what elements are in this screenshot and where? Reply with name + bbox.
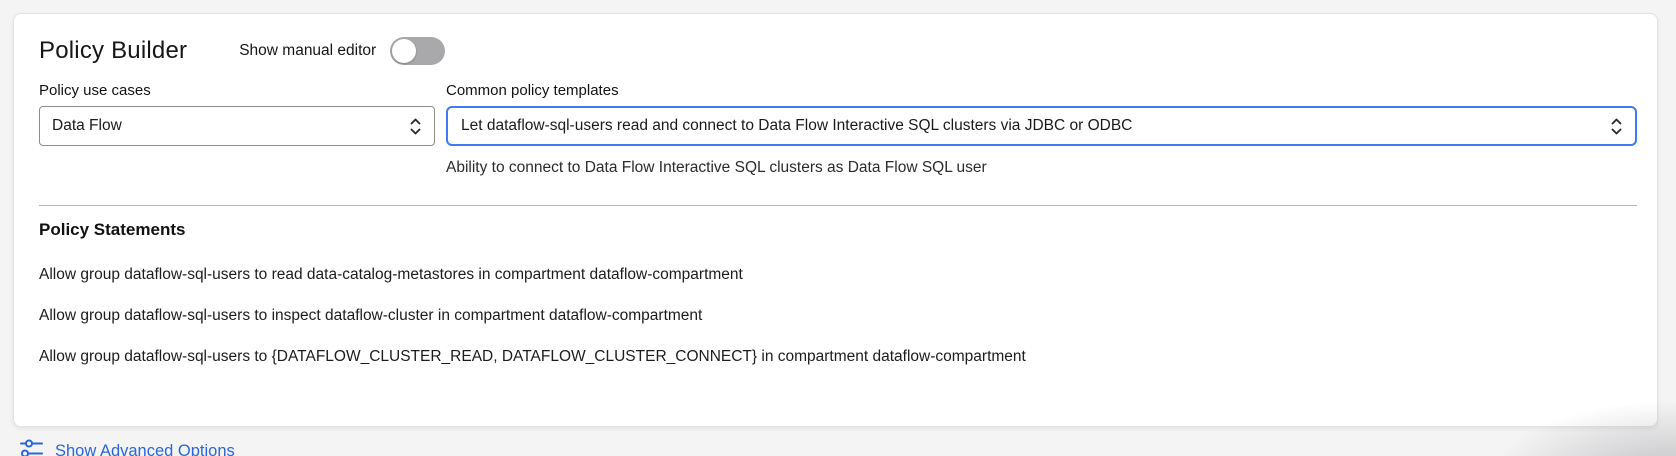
- use-cases-field: Policy use cases Data Flow: [39, 82, 435, 177]
- policy-builder-card: Policy Builder Show manual editor Policy…: [13, 13, 1658, 427]
- selects-row: Policy use cases Data Flow Common policy…: [39, 82, 1637, 177]
- policy-statement-1: Allow group dataflow-sql-users to read d…: [39, 266, 743, 283]
- show-advanced-options-link[interactable]: Show Advanced Options: [20, 439, 235, 456]
- policy-statement-2: Allow group dataflow-sql-users to inspec…: [39, 307, 703, 324]
- updown-chevron-icon: [410, 118, 421, 134]
- advanced-options-label: Show Advanced Options: [55, 442, 235, 456]
- policy-statement-3: Allow group dataflow-sql-users to {DATAF…: [39, 348, 1026, 365]
- advanced-options-sliders-icon: [20, 439, 43, 456]
- toggle-knob-icon: [392, 39, 417, 63]
- updown-chevron-icon: [1611, 118, 1622, 134]
- templates-label: Common policy templates: [446, 82, 619, 99]
- policy-statements-heading: Policy Statements: [39, 220, 186, 239]
- use-cases-label: Policy use cases: [39, 82, 151, 99]
- manual-editor-toggle[interactable]: [390, 37, 446, 65]
- manual-editor-label: Show manual editor: [239, 42, 377, 59]
- templates-selected-value: Let dataflow-sql-users read and connect …: [461, 117, 1133, 134]
- template-description: Ability to connect to Data Flow Interact…: [446, 159, 987, 176]
- use-cases-selected-value: Data Flow: [52, 117, 122, 134]
- page-title: Policy Builder: [39, 37, 188, 64]
- templates-field: Common policy templates Let dataflow-sql…: [446, 82, 1637, 177]
- templates-select[interactable]: Let dataflow-sql-users read and connect …: [446, 106, 1637, 146]
- section-divider: [39, 205, 1637, 206]
- use-cases-select[interactable]: Data Flow: [39, 106, 435, 146]
- title-row: Policy Builder Show manual editor: [39, 36, 1635, 66]
